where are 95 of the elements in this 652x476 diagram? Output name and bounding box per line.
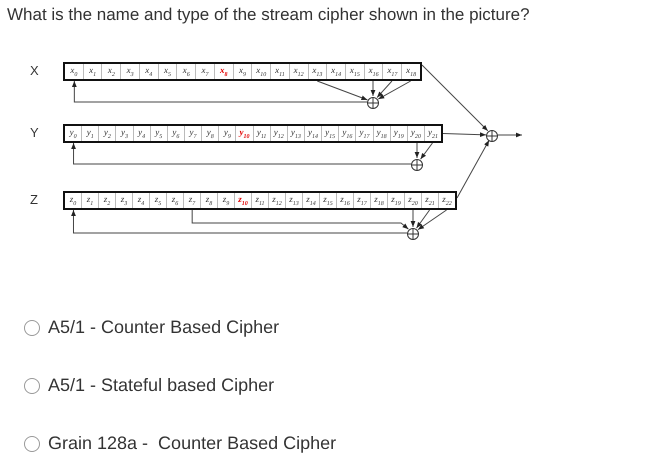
register-cell: z$_{16}$ bbox=[336, 193, 353, 208]
register-cell: x$_{3}$ bbox=[120, 64, 139, 79]
shift-register bbox=[63, 191, 457, 210]
answer-option: A5/1 - Stateful based Cipher bbox=[48, 375, 274, 396]
register-cell: y$_{17}$ bbox=[355, 126, 373, 141]
register-cell: x$_{6}$ bbox=[176, 64, 196, 79]
register-cell: y$_{0}$ bbox=[65, 126, 82, 141]
register-cell: z$_{8}$ bbox=[200, 193, 217, 208]
register-cell: x$_{4}$ bbox=[138, 64, 158, 79]
answer-option: A5/1 - Counter Based Cipher bbox=[48, 317, 280, 338]
shift-register bbox=[63, 62, 422, 81]
arrow bbox=[498, 132, 522, 138]
register-cell: y$_{19}$ bbox=[390, 126, 407, 141]
register-cell: y$_{16}$ bbox=[338, 126, 356, 141]
arrow bbox=[316, 80, 368, 100]
register-cell: z$_{5}$ bbox=[149, 193, 166, 208]
register-cell: x$_{2}$ bbox=[101, 64, 120, 79]
arrow bbox=[414, 142, 420, 158]
register-cell: y$_{3}$ bbox=[115, 126, 133, 141]
arrow bbox=[417, 210, 448, 230]
register-cell: y$_{18}$ bbox=[372, 126, 390, 141]
register-cell: z$_{0}$ bbox=[65, 193, 81, 208]
register-cell: y$_{10}$ bbox=[235, 126, 253, 141]
register-cell: z$_{18}$ bbox=[370, 193, 387, 208]
arrow bbox=[378, 80, 412, 100]
register-cell: y$_{21}$ bbox=[424, 126, 442, 141]
xor-symbol bbox=[486, 129, 498, 141]
register-cell: x$_{10}$ bbox=[251, 64, 270, 79]
register-cell: z$_{11}$ bbox=[251, 193, 268, 208]
register-cell: z$_{13}$ bbox=[285, 193, 302, 208]
arrow bbox=[376, 80, 392, 98]
register-cell: z$_{22}$ bbox=[438, 193, 455, 208]
register-cell: z$_{7}$ bbox=[183, 193, 200, 208]
register-cell: x$_{18}$ bbox=[401, 64, 420, 79]
xor-symbol bbox=[407, 227, 419, 239]
register-cell: z$_{10}$ bbox=[234, 193, 251, 208]
register-cell: z$_{3}$ bbox=[115, 193, 132, 208]
arrow bbox=[71, 142, 412, 164]
register-cell: z$_{2}$ bbox=[98, 193, 115, 208]
register-cell: y$_{4}$ bbox=[132, 126, 150, 141]
register-cell: x$_{16}$ bbox=[364, 64, 382, 79]
register-cell: z$_{19}$ bbox=[387, 193, 404, 208]
register-cell: z$_{15}$ bbox=[319, 193, 336, 208]
register-cell: x$_{5}$ bbox=[158, 64, 176, 79]
register-cell: y$_{7}$ bbox=[184, 126, 202, 141]
register-cell: z$_{1}$ bbox=[81, 193, 98, 208]
register-cell: z$_{14}$ bbox=[302, 193, 319, 208]
arrow bbox=[420, 142, 433, 160]
register-cell: y$_{1}$ bbox=[81, 126, 98, 141]
register-cell: x$_{1}$ bbox=[82, 64, 102, 79]
register-cell: x$_{11}$ bbox=[270, 64, 289, 79]
arrow bbox=[422, 64, 488, 132]
arrow bbox=[416, 210, 430, 229]
register-cell: y$_{11}$ bbox=[252, 126, 270, 141]
register-cell: y$_{14}$ bbox=[304, 126, 322, 141]
register-cell: y$_{15}$ bbox=[321, 126, 338, 141]
register-cell: x$_{12}$ bbox=[288, 64, 308, 79]
question-text: What is the name and type of the stream cipher shown in the picture? bbox=[7, 5, 530, 25]
register-cell: z$_{20}$ bbox=[404, 193, 421, 208]
register-cell: y$_{20}$ bbox=[406, 126, 424, 141]
arrow bbox=[456, 140, 490, 198]
register-cell: x$_{8}$ bbox=[214, 64, 233, 79]
arrow bbox=[192, 210, 409, 230]
register-cell: x$_{17}$ bbox=[382, 64, 402, 79]
register-cell: z$_{6}$ bbox=[166, 193, 183, 208]
register-cell: x$_{9}$ bbox=[232, 64, 252, 79]
arrow bbox=[442, 132, 486, 138]
register-cell: x$_{7}$ bbox=[195, 64, 214, 79]
register-cell: x$_{13}$ bbox=[308, 64, 326, 79]
register-cell: y$_{5}$ bbox=[150, 126, 167, 141]
register-cell: z$_{4}$ bbox=[132, 193, 149, 208]
register-cell: y$_{12}$ bbox=[270, 126, 287, 141]
register-label: X bbox=[30, 63, 39, 78]
register-cell: z$_{9}$ bbox=[217, 193, 234, 208]
arrow bbox=[410, 210, 416, 228]
xor-symbol bbox=[367, 96, 379, 108]
shift-register bbox=[63, 124, 443, 143]
register-cell: x$_{15}$ bbox=[345, 64, 364, 79]
register-cell: y$_{6}$ bbox=[166, 126, 184, 141]
register-cell: y$_{13}$ bbox=[286, 126, 304, 141]
register-cell: x$_{0}$ bbox=[65, 64, 83, 79]
register-label: Y bbox=[30, 125, 39, 140]
register-cell: z$_{21}$ bbox=[421, 193, 438, 208]
register-cell: y$_{9}$ bbox=[218, 126, 236, 141]
register-cell: y$_{8}$ bbox=[201, 126, 218, 141]
answer-option: Grain 128a - Counter Based Cipher bbox=[48, 433, 336, 454]
arrow bbox=[72, 80, 368, 102]
register-cell: z$_{17}$ bbox=[353, 193, 370, 208]
register-cell: x$_{14}$ bbox=[326, 64, 346, 79]
arrow bbox=[71, 210, 408, 234]
arrow bbox=[370, 80, 376, 96]
register-cell: z$_{12}$ bbox=[268, 193, 285, 208]
xor-symbol bbox=[411, 158, 423, 170]
register-cell: y$_{2}$ bbox=[98, 126, 116, 141]
register-label: Z bbox=[30, 192, 38, 207]
